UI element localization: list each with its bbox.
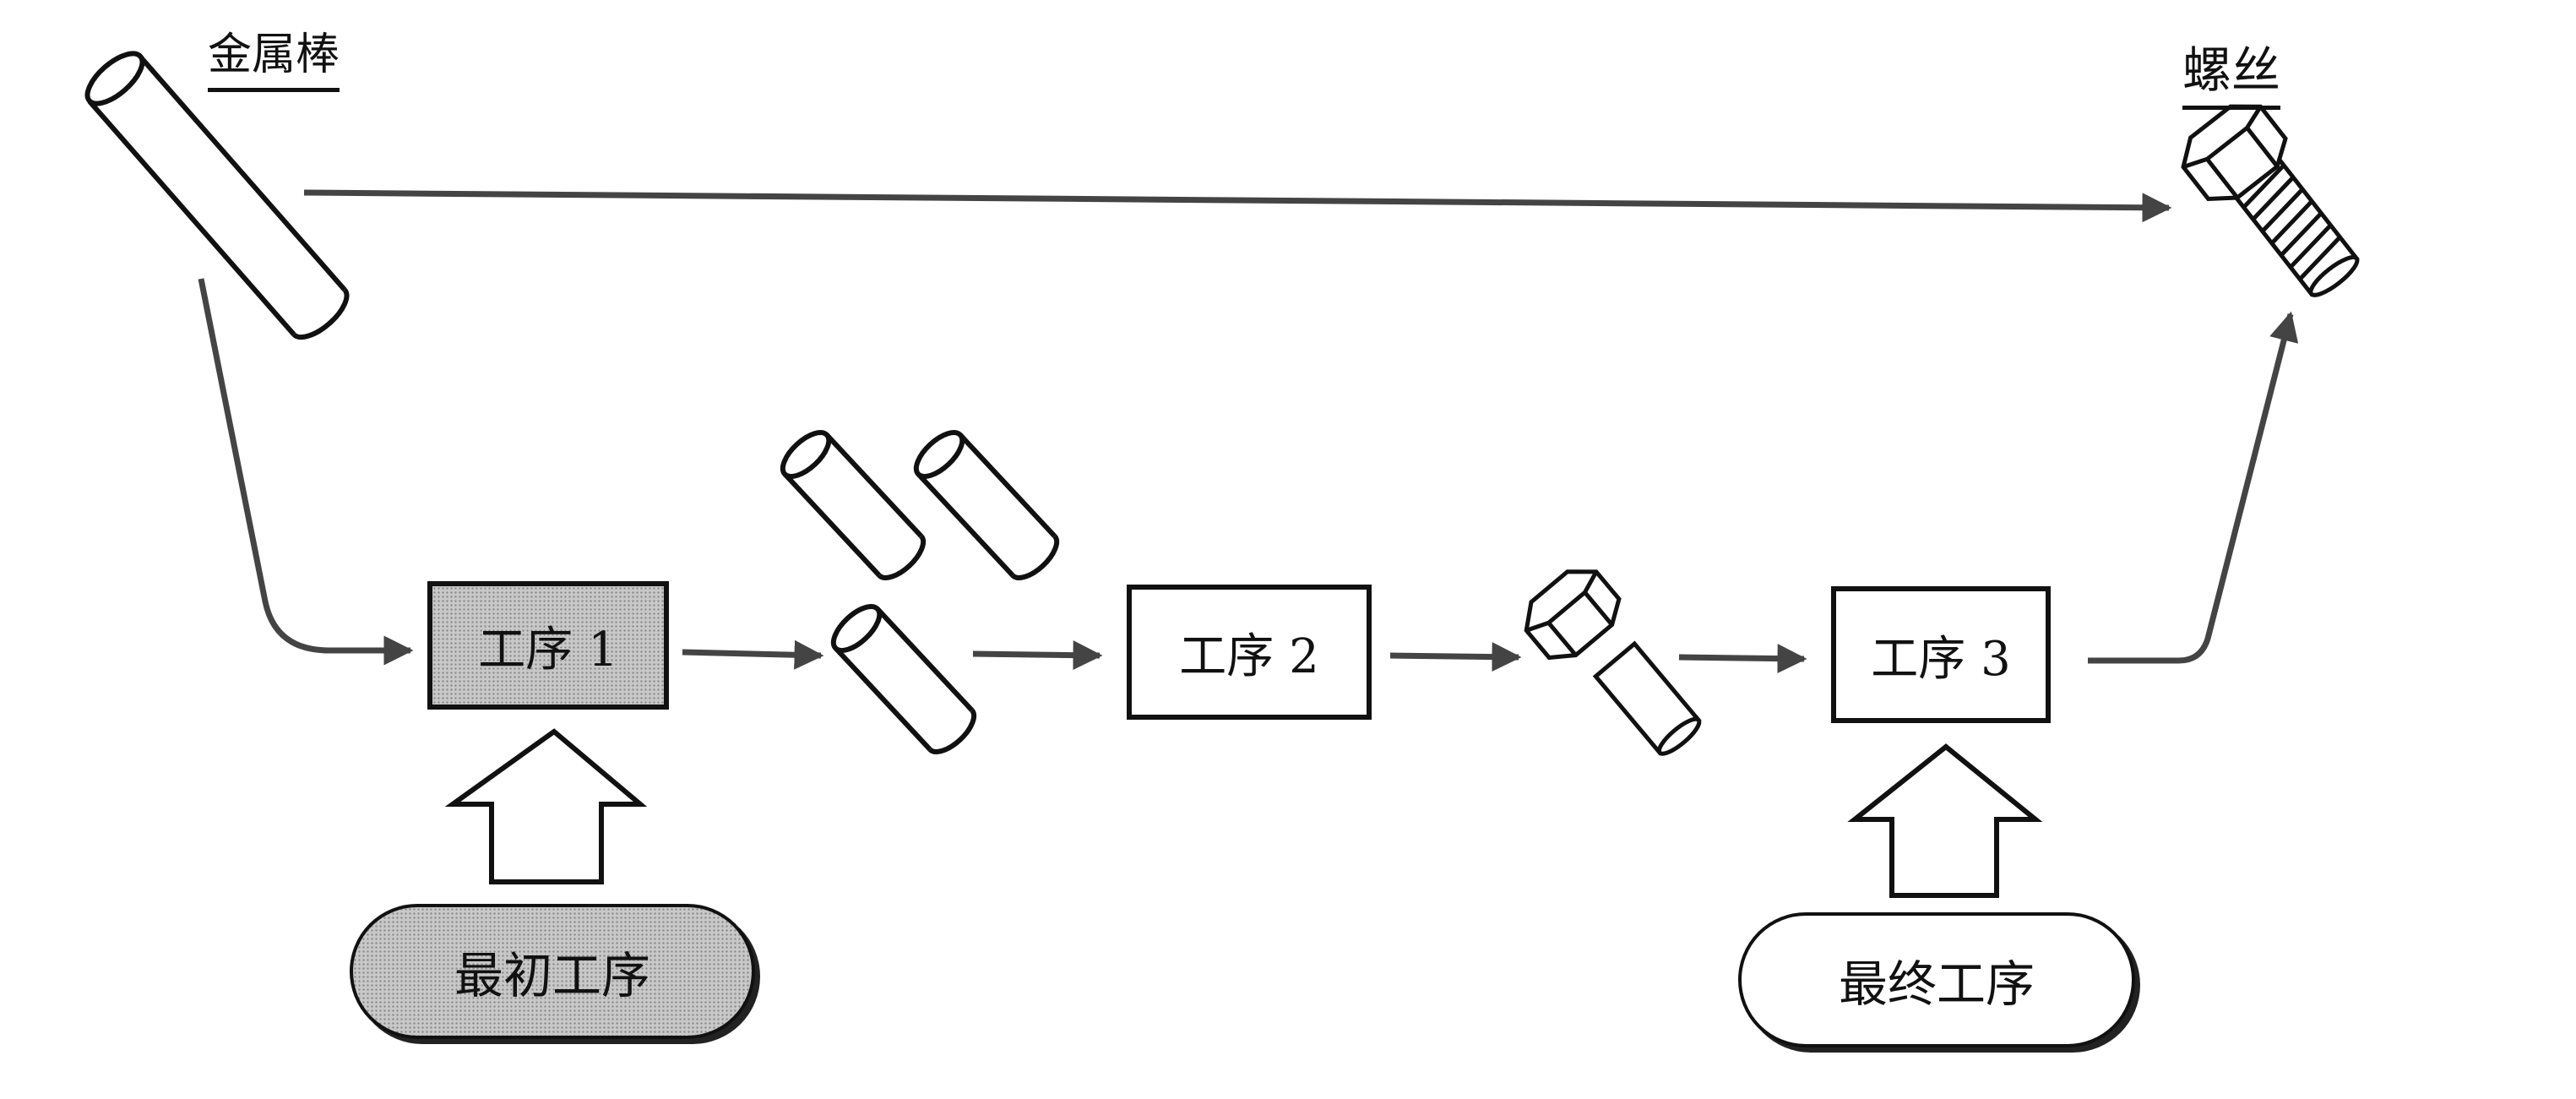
step2-label: 工序 2	[1179, 628, 1319, 684]
metal-rod-label: 金属棒	[208, 30, 340, 92]
final-stage-label: 最终工序	[1838, 955, 2035, 1013]
arrow-step2-out	[1389, 642, 1522, 672]
bolt-icon	[2181, 104, 2360, 297]
initial-stage-pill: 最初工序	[350, 904, 755, 1039]
arrow-pieces-to-step2	[972, 640, 1103, 671]
step2-box: 工序 2	[1127, 585, 1372, 720]
initial-stage-label: 最初工序	[454, 947, 650, 1004]
arrow-rod-to-step1	[198, 278, 414, 666]
headed-blank-icon	[1524, 569, 1702, 756]
up-arrow-final	[1847, 743, 2043, 898]
step3-label: 工序 3	[1871, 631, 2011, 687]
arrow-step1-out	[682, 639, 824, 670]
arrow-rod-to-screw	[303, 189, 2172, 223]
final-stage-pill: 最终工序	[1738, 912, 2135, 1047]
cut-pieces-icon	[780, 430, 1060, 754]
arrow-step3-to-screw	[2088, 311, 2299, 664]
step1-box: 工序 1	[427, 581, 669, 710]
step1-label: 工序 1	[478, 622, 618, 677]
metal-rod-icon	[84, 51, 350, 340]
arrow-blank-to-step3	[1678, 644, 1807, 674]
step3-box: 工序 3	[1831, 586, 2051, 723]
up-arrow-initial	[444, 728, 648, 884]
screw-label: 螺丝	[2182, 42, 2281, 110]
